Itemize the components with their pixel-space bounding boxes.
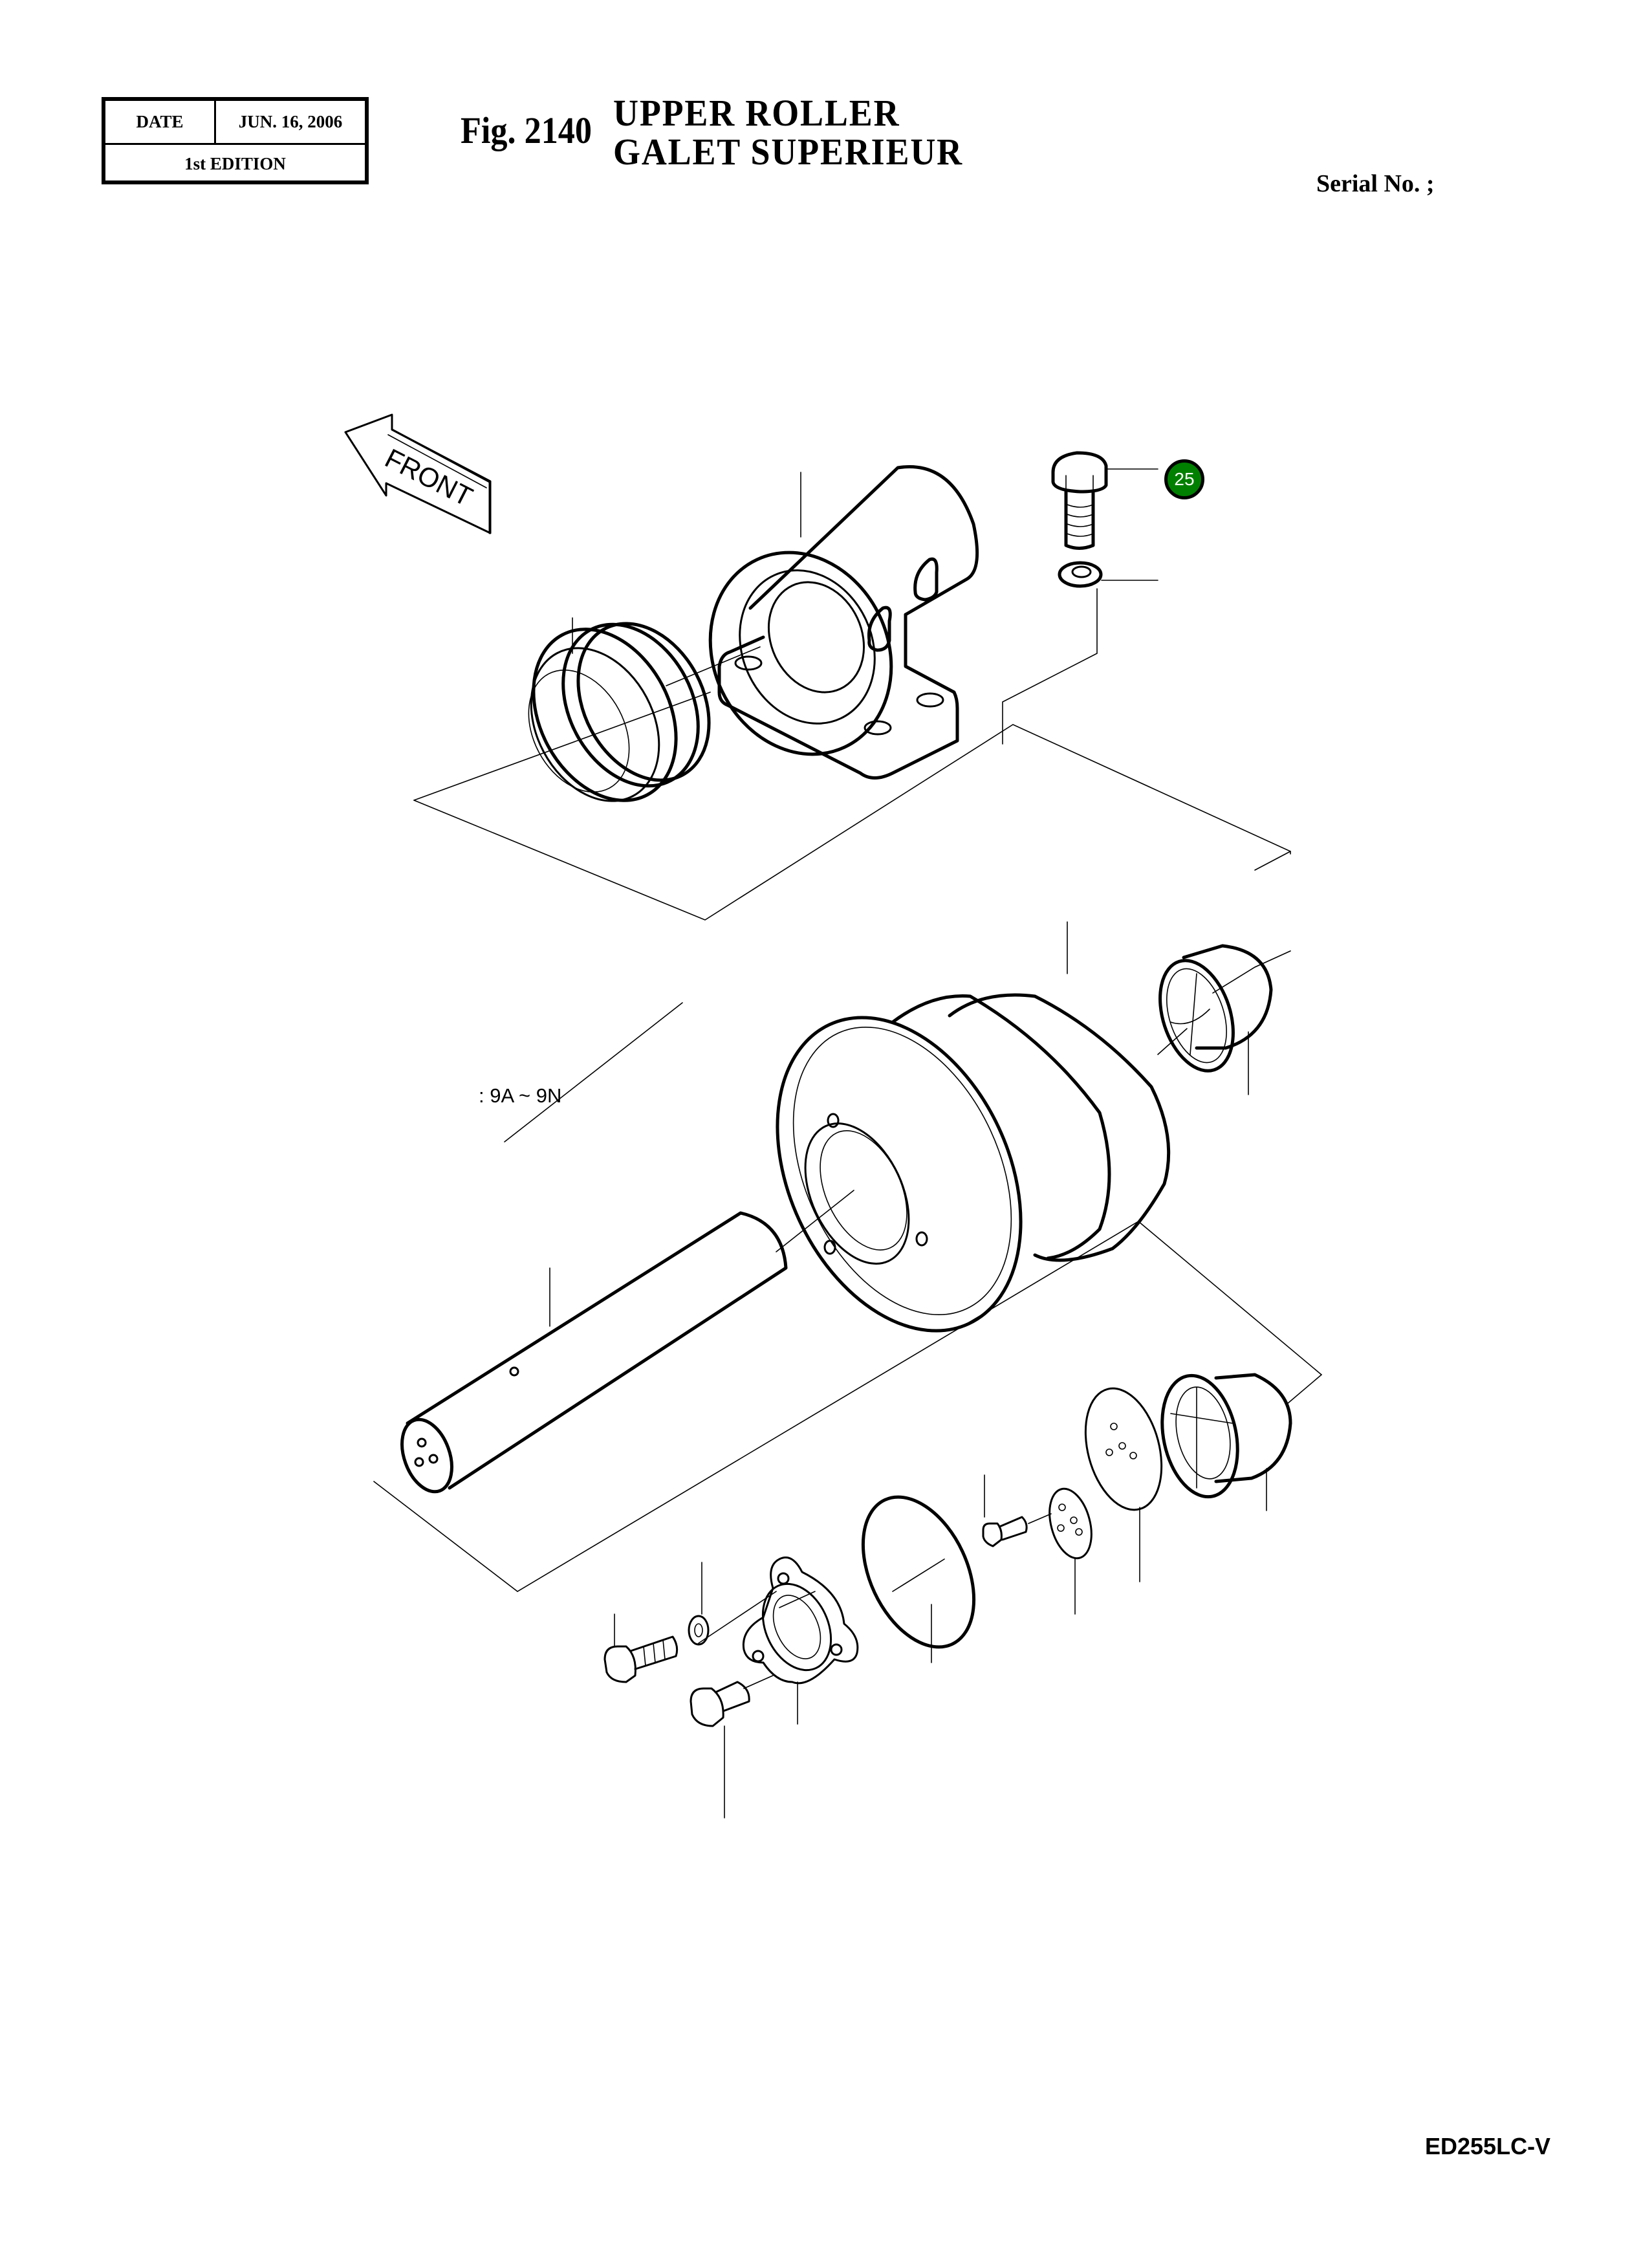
bushing-front-part	[1157, 944, 1291, 1095]
roller-part	[776, 921, 1171, 1333]
hex-bolt-part	[1051, 451, 1158, 550]
shaft-part	[400, 1211, 788, 1494]
figure-title-en: UPPER ROLLER	[613, 92, 900, 134]
date-value: JUN. 16, 2006	[238, 112, 343, 131]
cover-washer-part	[688, 1562, 710, 1646]
model-code: ED255LC-V	[1425, 2133, 1551, 2159]
bushing-rear-part	[1160, 1373, 1292, 1511]
part-range-note: : 9A ~ 9N	[479, 1084, 562, 1107]
cover-part	[698, 1556, 859, 1725]
edition-label: 1st EDITION	[184, 153, 286, 173]
seal-ring-part	[528, 617, 761, 802]
date-label: DATE	[105, 101, 216, 143]
figure-number: Fig. 2140	[461, 109, 592, 151]
small-bolt-part	[982, 1474, 1052, 1547]
plug-part	[690, 1675, 774, 1819]
bracket-part	[708, 465, 979, 780]
cover-bolt-part	[603, 1613, 679, 1683]
figure-title-fr: GALET SUPERIEUR	[613, 131, 963, 173]
lock-plate-part	[1049, 1487, 1092, 1615]
front-arrow-icon: FRONT	[344, 413, 492, 534]
date-edition-box: DATE JUN. 16, 2006 1st EDITION	[102, 97, 369, 184]
spring-washer-part	[1002, 561, 1158, 745]
callout-25-button[interactable]: 25	[1164, 459, 1204, 499]
figure-title: UPPER ROLLER GALET SUPERIEUR	[613, 94, 963, 171]
serial-number-label: Serial No. ;	[1316, 170, 1435, 197]
thrust-plate-part	[1084, 1387, 1163, 1582]
o-ring-part	[861, 1495, 976, 1663]
date-row: DATE JUN. 16, 2006	[105, 101, 365, 145]
